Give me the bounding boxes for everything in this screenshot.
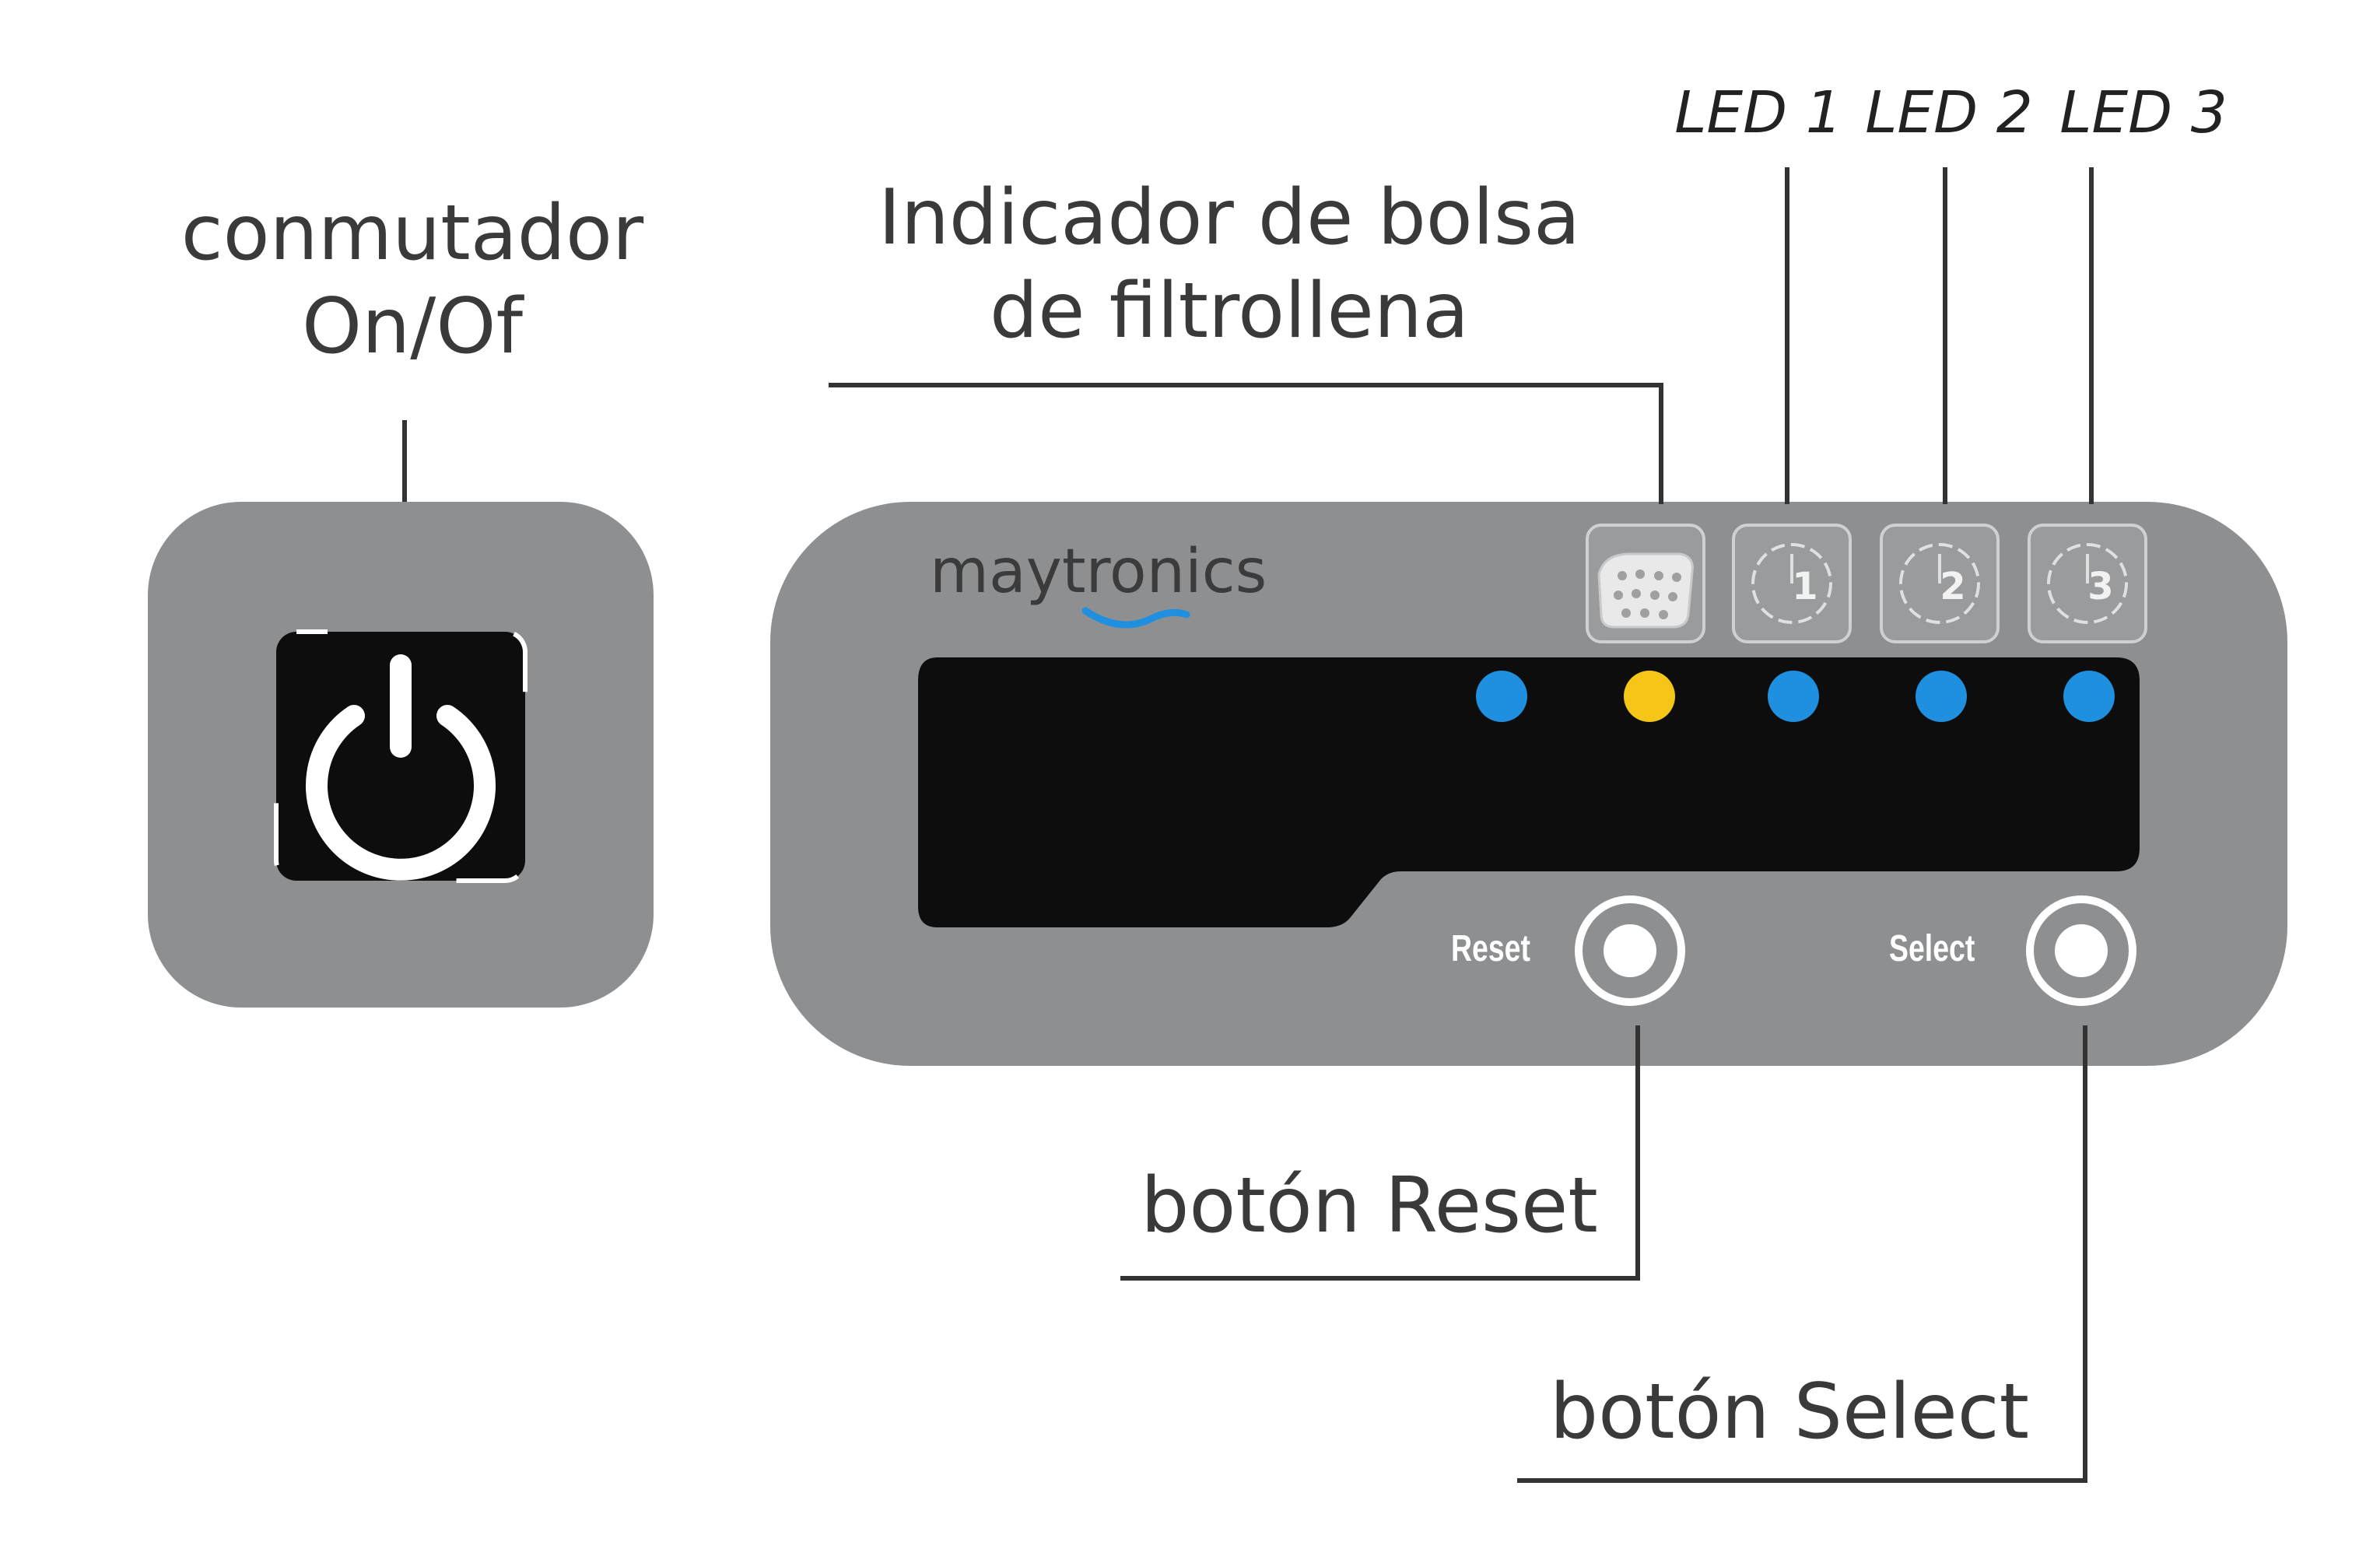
switch-label-line2: On/Of [302,282,523,371]
led-1-label: LED 1 [1674,79,1842,146]
led-2-label: LED 2 [1865,79,2033,146]
filter-bag-led-indicator [1624,671,1675,722]
select-callout-label: botón Select [1549,1368,2030,1456]
switch-label: conmutador On/Of [140,187,685,373]
filter-indicator-label: Indicador de bolsa de filtrollena [840,171,1618,358]
reset-button-label: Reset [1451,928,1530,969]
timer-1-number: 1 [1792,565,1817,608]
select-button-label: Select [1889,928,1975,969]
timer-2-number: 2 [1940,565,1965,608]
filter-indicator-label-line2: de filtrollena [989,267,1470,356]
reset-leader-line [1120,1025,1640,1281]
timer-2-icon [1880,524,2000,643]
power-icon [306,654,496,881]
reset-button[interactable] [1575,895,1685,1006]
switch-label-line1: conmutador [181,189,644,278]
led-1-indicator [1768,671,1819,722]
reset-callout-label: botón Reset [1141,1162,1598,1250]
select-leader-line [1517,1025,2087,1483]
filter-bag-icon [1586,524,1705,643]
timer-3-number: 3 [2087,565,2113,608]
timer-3-icon [2028,524,2147,643]
status-led-indicator [1476,671,1527,722]
display-window [918,657,2140,927]
timer-1-icon [1732,524,1852,643]
filter-indicator-label-line1: Indicador de bolsa [878,173,1581,262]
led-3-indicator [2063,671,2115,722]
brand-wave-mark [1081,607,1190,629]
led-2-indicator [1916,671,1967,722]
brand-logo: maytronics [930,537,1267,607]
led-3-label: LED 3 [2059,79,2228,146]
filter-indicator-leader-line [829,383,1663,504]
select-button[interactable] [2026,895,2136,1006]
